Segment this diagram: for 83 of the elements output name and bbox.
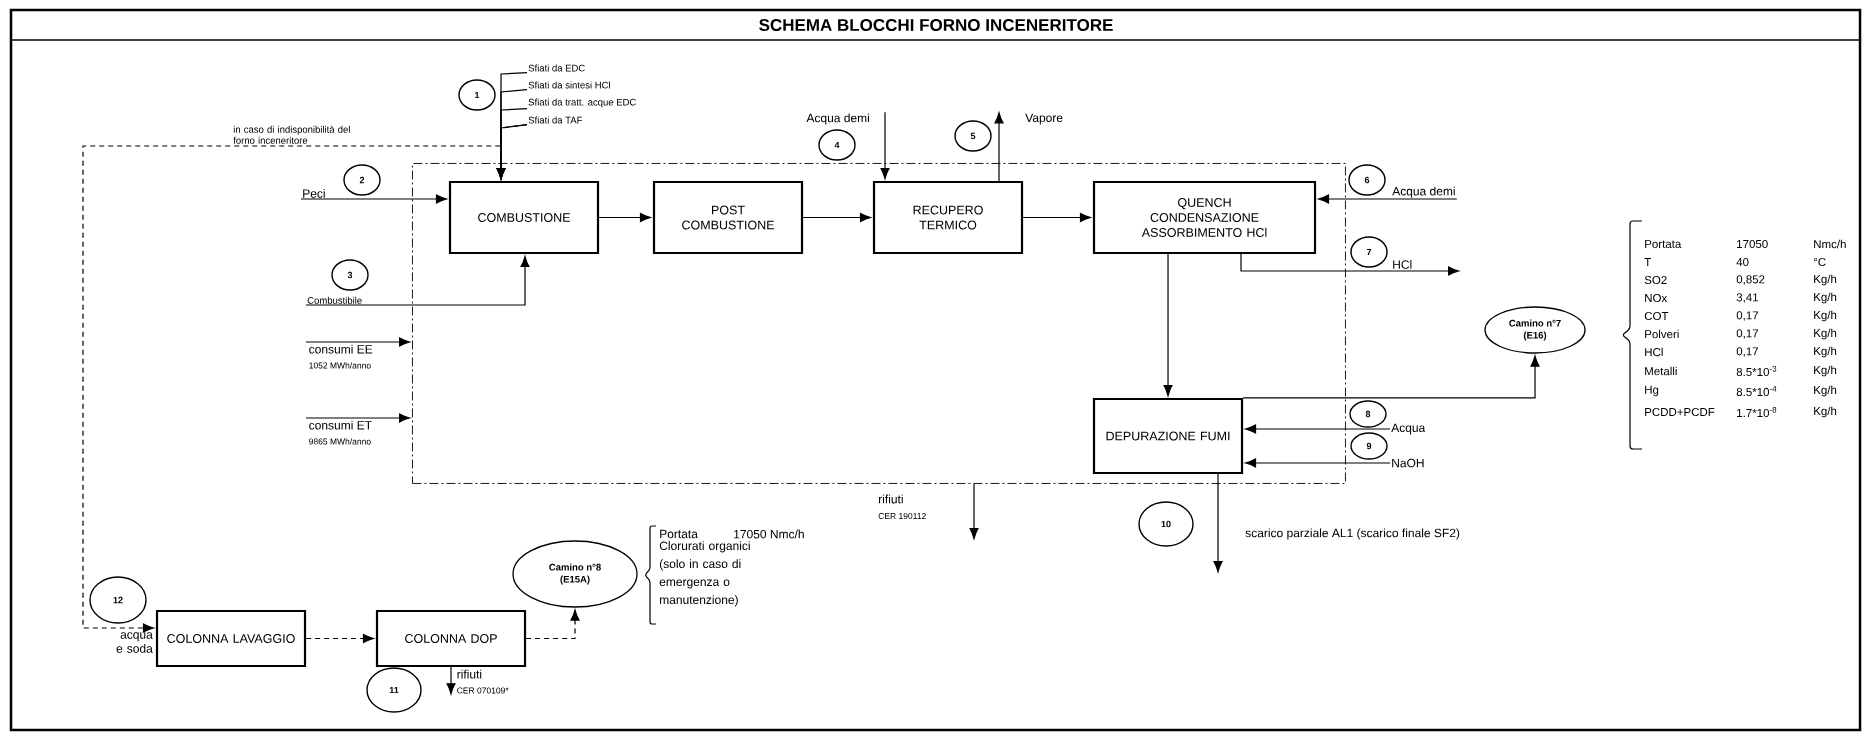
stream-label: Sfiati da tratt. acque EDC <box>528 98 636 108</box>
arrow <box>1163 253 1173 397</box>
table-cell: Polveri <box>1645 329 1679 339</box>
stream-label: Acqua <box>1391 423 1426 435</box>
table-cell: 1.7*10$^{-8}$ <box>1737 406 1777 418</box>
dashed-arrow <box>82 124 528 633</box>
table-cell: Portata <box>1645 240 1682 248</box>
arrow <box>1244 424 1391 434</box>
table-cell: NOx <box>1645 293 1668 303</box>
process-box: COLONNA DOP <box>375 609 527 668</box>
arrow <box>598 212 652 223</box>
system-boundary <box>412 163 1346 484</box>
data-value: 17050 Nmc/h <box>734 529 804 539</box>
table-cell: PCDD+PCDF <box>1645 407 1715 417</box>
process-box: COMBUSTIONE <box>448 180 600 255</box>
stream-label: consumi ET 9865 MWh/anno <box>309 420 372 445</box>
dashed-arrow <box>525 609 580 640</box>
stream-label: rifiuti CER 070109* <box>457 669 509 694</box>
table-cell: Kg/h <box>1814 328 1837 340</box>
table-cell: 0,852 <box>1736 275 1765 285</box>
arrow <box>880 167 890 180</box>
stream-label: Sfiati da TAF <box>528 116 583 124</box>
stream-label: rifiuti <box>879 494 903 504</box>
stream-label: Peci <box>303 189 325 198</box>
title: SCHEMA BLOCCHI FORNO INCENERITORE <box>759 19 1113 32</box>
table-cell: 0,17 <box>1736 329 1758 339</box>
table-cell: HCl <box>1645 347 1663 357</box>
stream-label: Sfiati da EDC <box>528 64 585 72</box>
dashed-arrow <box>305 633 375 644</box>
table-cell: 3,41 <box>1736 293 1759 303</box>
data-label: Portata <box>660 529 698 539</box>
arrow <box>1317 194 1458 204</box>
stream-label: NaOH <box>1392 458 1424 468</box>
arrow <box>1213 473 1223 573</box>
table-cell: SO2 <box>1644 275 1667 285</box>
edge-label: HCl <box>1391 259 1414 270</box>
arrow <box>994 112 1004 182</box>
table-cell: 0,17 <box>1736 347 1758 357</box>
arrow <box>802 212 872 223</box>
note: Clorurati organici (solo in caso di emergenza o manutenzione) <box>659 541 750 607</box>
arrow <box>1240 253 1460 276</box>
table-cell: Kg/h <box>1814 346 1837 358</box>
table-cell: 0,17 <box>1736 311 1758 321</box>
process-box: COLONNA LAVAGGIO <box>155 609 307 668</box>
stream-label: acqua e soda <box>116 632 153 653</box>
table-cell: °C <box>1813 257 1826 267</box>
arrow <box>305 255 530 306</box>
table-cell: 40 <box>1736 257 1749 267</box>
arrow <box>1244 458 1391 468</box>
table-cell: Metalli <box>1645 366 1677 376</box>
process-box: QUENCH CONDENSAZIONE ASSORBIMENTO HCl <box>1092 180 1317 255</box>
process-box: RECUPERO TERMICO <box>872 180 1024 255</box>
table-cell: Hg <box>1645 385 1659 397</box>
stream-label: Acqua demi <box>1392 186 1455 198</box>
stream-label: consumi EE 1052 MWh/anno <box>309 344 373 369</box>
arrow <box>969 483 979 540</box>
stream-label: Combustibile <box>307 296 362 304</box>
table-cell: Nmc/h <box>1814 239 1846 249</box>
table-cell: 17050 <box>1737 239 1768 249</box>
table-cell: Kg/h <box>1814 385 1837 397</box>
stream-label: Acqua demi <box>806 113 869 125</box>
table-cell: T <box>1644 258 1651 266</box>
arrow <box>446 666 456 695</box>
waste-code: CER 190112 <box>878 513 926 519</box>
process-box: POST COMBUSTIONE <box>652 180 804 255</box>
table-cell: Kg/h <box>1814 406 1837 418</box>
table-cell: Kg/h <box>1814 292 1837 304</box>
stream-label: Sfiati da sintesi HCl <box>528 81 610 89</box>
table-cell: 8.5*10$^{-4}$ <box>1736 386 1777 396</box>
table-cell: Kg/h <box>1814 274 1837 286</box>
stream-label: Vapore <box>1025 113 1063 125</box>
stream-label: scarico parziale AL1 (scarico finale SF2) <box>1245 528 1460 540</box>
arrow <box>1242 355 1540 399</box>
table-cell: 8.5*10$^{-3}$ <box>1736 365 1777 377</box>
arrow <box>300 194 448 204</box>
process-box: DEPURAZIONE FUMI <box>1092 397 1244 475</box>
arrow <box>305 337 411 347</box>
table-cell: Kg/h <box>1814 310 1837 322</box>
table-cell: COT <box>1644 311 1669 321</box>
arrow <box>1022 212 1092 223</box>
table-cell: Kg/h <box>1814 365 1837 377</box>
edge-label: in caso di indisponibilità del forno inceneritore <box>232 124 353 145</box>
arrow <box>305 413 411 423</box>
